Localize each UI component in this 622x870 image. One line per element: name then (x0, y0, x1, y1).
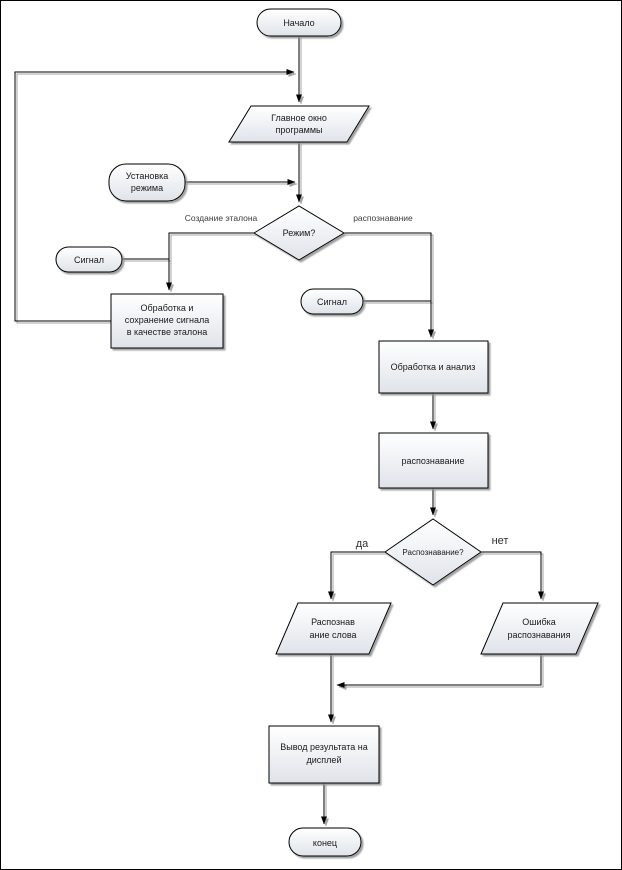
node-end-label: конец (313, 838, 337, 848)
node-start-label: Начало (283, 18, 314, 28)
node-end: конец (288, 827, 362, 857)
node-recognition-step: распознавание (378, 432, 489, 489)
node-start: Начало (256, 8, 342, 37)
node-recognition-error: Ошибка распознавания (480, 602, 599, 655)
node-process-save: Обработка и сохранение сигнала в качеств… (110, 293, 224, 349)
node-recognized-word-line1: Распознав (311, 617, 355, 627)
edge-mode-left-branch (166, 232, 254, 291)
node-set-mode-line2: режима (131, 183, 163, 193)
node-output-display-line1: Вывод результата на (280, 742, 367, 752)
node-recognition-decision-label: Распознавание? (402, 548, 464, 557)
edge-label-no: нет (492, 535, 509, 547)
edge-label-create-template: Создание эталона (185, 213, 258, 223)
node-main-window-line1: Главное окно (271, 113, 327, 123)
edge-decision-no (481, 551, 544, 600)
node-process-save-line2: сохранение сигнала (125, 315, 210, 325)
node-process-save-line3: в качестве эталона (127, 327, 207, 337)
node-recognition-error-line2: распознавания (508, 630, 571, 640)
node-recognition-error-line1: Ошибка (522, 617, 556, 627)
node-signal-right-label: Сигнал (317, 297, 347, 307)
node-recognition-decision: Распознавание? (384, 518, 482, 586)
edge-loop-back (14, 69, 295, 322)
node-recognized-word: Распознав ание слова (275, 602, 392, 655)
node-main-window: Главное окно программы (228, 105, 370, 143)
node-signal-left-label: Сигнал (74, 255, 104, 265)
node-recognition-step-label: распознавание (401, 456, 464, 466)
edge-label-recognition: распознавание (353, 213, 413, 223)
node-process-analyze-label: Обработка и анализ (391, 362, 476, 372)
node-output-display-line2: дисплей (307, 755, 342, 765)
node-mode-decision-label: Режим? (283, 228, 316, 238)
node-process-analyze: Обработка и анализ (378, 340, 489, 394)
node-signal-right: Сигнал (300, 288, 364, 315)
node-output-display: Вывод результата на дисплей (268, 725, 380, 784)
node-signal-left: Сигнал (55, 246, 123, 273)
node-set-mode: Установка режима (108, 163, 186, 202)
edge-label-yes: да (356, 538, 369, 550)
node-mode-decision: Режим? (253, 205, 345, 261)
edge-mode-right-branch (344, 232, 434, 338)
connectors (14, 36, 544, 825)
edge-decision-yes (328, 551, 385, 600)
edge-error-merge (336, 654, 542, 688)
node-process-save-line1: Обработка и (141, 303, 194, 313)
node-recognized-word-line2: ание слова (309, 630, 356, 640)
node-set-mode-line1: Установка (126, 171, 169, 181)
node-main-window-line2: программы (275, 125, 322, 135)
